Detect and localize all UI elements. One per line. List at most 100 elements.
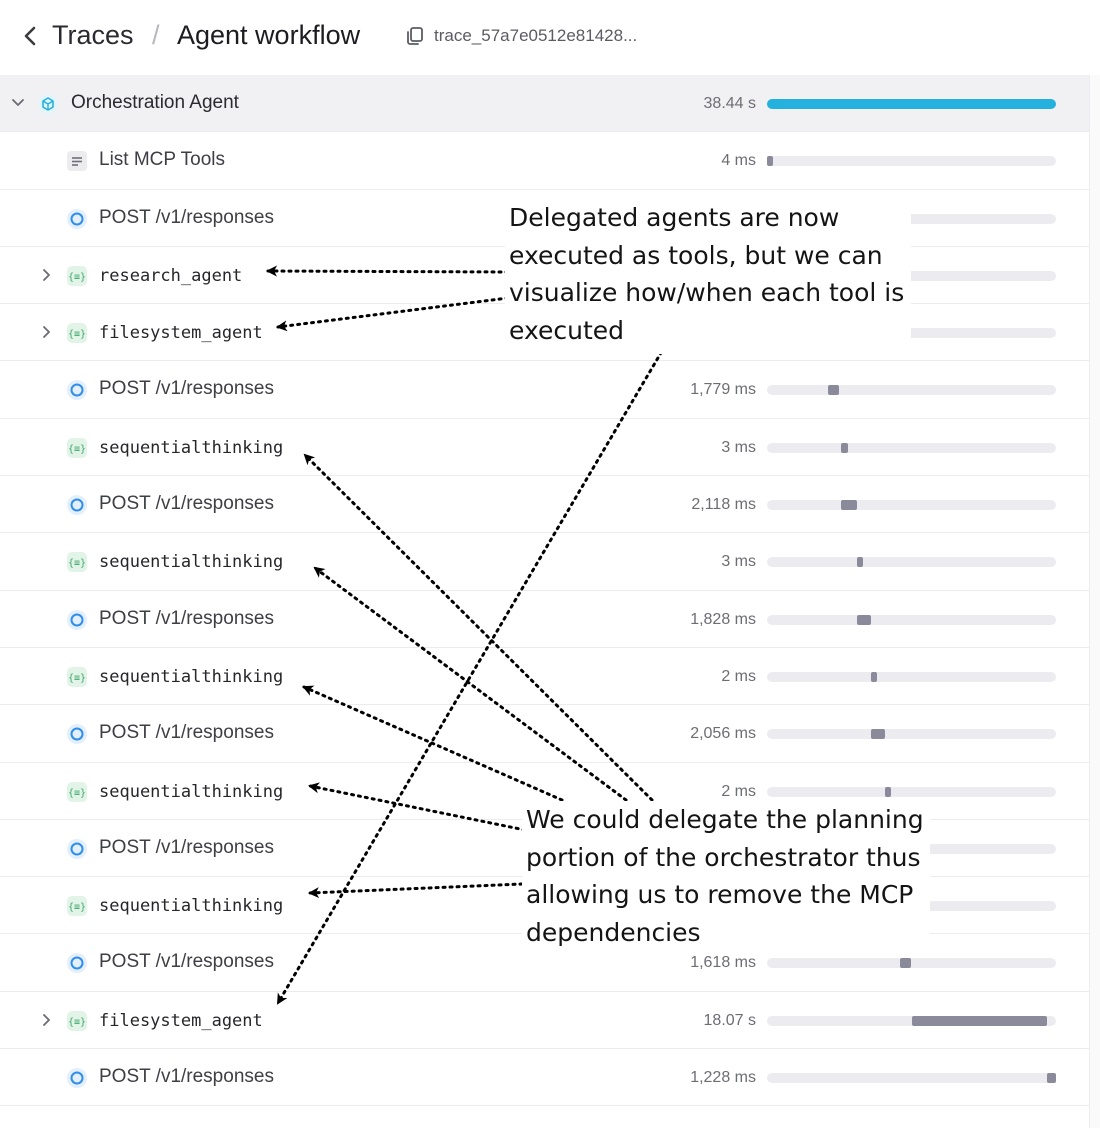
- function-icon: {≡}: [66, 666, 88, 688]
- span-name[interactable]: POST /v1/responses: [99, 378, 274, 400]
- span-name[interactable]: POST /v1/responses: [99, 493, 274, 515]
- span-duration: 1,828 ms: [690, 610, 756, 628]
- function-icon: {≡}: [66, 265, 88, 287]
- span-timeline-track: [767, 557, 1056, 568]
- span-name[interactable]: POST /v1/responses: [99, 951, 274, 973]
- span-timeline-track: [767, 270, 1056, 281]
- span-timeline-track: [767, 385, 1056, 396]
- span-timeline-track: [767, 614, 1056, 625]
- span-name[interactable]: POST /v1/responses: [99, 206, 274, 228]
- span-timeline-track: [767, 958, 1056, 969]
- breadcrumb-traces-link[interactable]: Traces: [52, 20, 134, 50]
- copy-icon[interactable]: [404, 24, 426, 48]
- annotation-line: allowing us to remove the MCP: [526, 880, 914, 909]
- agent-icon: [37, 93, 59, 115]
- span-timeline-track: [767, 786, 1056, 797]
- span-name[interactable]: filesystem_agent: [99, 323, 263, 344]
- span-row[interactable]: List MCP Tools 4 ms: [0, 132, 1089, 190]
- span-timeline-bar: [899, 958, 912, 969]
- span-duration: 1,228 ms: [690, 1069, 756, 1087]
- span-name[interactable]: filesystem_agent: [99, 1010, 263, 1031]
- function-icon: {≡}: [66, 895, 88, 917]
- annotation-line: Delegated agents are now: [509, 203, 840, 232]
- response-icon: [66, 609, 88, 631]
- svg-text:{≡}: {≡}: [68, 329, 86, 340]
- span-duration: 3 ms: [721, 553, 756, 571]
- span-timeline-track: [767, 671, 1056, 682]
- span-duration: 38.44 s: [703, 95, 756, 112]
- span-timeline-bar: [856, 557, 863, 568]
- span-name[interactable]: research_agent: [99, 265, 243, 286]
- span-duration: 4 ms: [721, 152, 756, 170]
- span-row[interactable]: {≡} filesystem_agent 18.07 s: [0, 991, 1089, 1050]
- chevron-left-icon[interactable]: [18, 20, 44, 52]
- response-icon: [66, 1067, 88, 1089]
- span-timeline-bar: [885, 786, 892, 797]
- span-timeline-track: [767, 442, 1056, 453]
- span-timeline-bar: [767, 156, 773, 167]
- span-name[interactable]: POST /v1/responses: [99, 836, 274, 858]
- span-duration: 2 ms: [721, 667, 756, 685]
- span-timeline-track: [767, 156, 1056, 167]
- span-timeline-bar: [767, 99, 1056, 109]
- span-name[interactable]: sequentialthinking: [99, 666, 284, 687]
- response-icon: [66, 838, 88, 860]
- chevron-right-icon[interactable]: [36, 321, 56, 343]
- trace-header: Traces / Agent workflow trace_57a7e0512e…: [0, 0, 1100, 74]
- span-name[interactable]: POST /v1/responses: [99, 607, 274, 629]
- span-name[interactable]: sequentialthinking: [99, 552, 284, 573]
- scrollbar[interactable]: [1089, 75, 1100, 1128]
- span-row[interactable]: POST /v1/responses 1,828 ms: [0, 590, 1089, 648]
- span-name[interactable]: Orchestration Agent: [71, 92, 239, 113]
- span-timeline-bar: [840, 500, 857, 511]
- span-timeline-track: [767, 99, 1056, 109]
- span-duration: 2 ms: [721, 782, 756, 800]
- span-duration: 18.07 s: [703, 1011, 756, 1029]
- span-row[interactable]: Orchestration Agent 38.44 s: [0, 75, 1089, 133]
- svg-text:{≡}: {≡}: [68, 558, 86, 569]
- span-row[interactable]: POST /v1/responses 1,228 ms: [0, 1049, 1089, 1107]
- annotation-line: executed as tools, but we can: [509, 240, 883, 270]
- annotation-line: dependencies: [526, 917, 701, 947]
- response-icon: [66, 379, 88, 401]
- span-row[interactable]: {≡} sequentialthinking 2 ms: [0, 647, 1089, 706]
- span-name[interactable]: sequentialthinking: [99, 896, 284, 917]
- chevron-down-icon[interactable]: [8, 92, 28, 114]
- annotation-line: portion of the orchestrator thus: [526, 842, 921, 872]
- span-name[interactable]: sequentialthinking: [99, 781, 284, 802]
- function-icon: {≡}: [66, 551, 88, 573]
- function-icon: {≡}: [66, 322, 88, 344]
- annotation-delegated-agents: Delegated agents are now executed as too…: [505, 199, 911, 354]
- span-timeline-track: [767, 500, 1056, 511]
- span-duration: 1,779 ms: [690, 381, 756, 399]
- annotation-line: We could delegate the planning: [526, 805, 924, 834]
- span-name[interactable]: POST /v1/responses: [99, 1066, 274, 1088]
- function-icon: {≡}: [66, 1010, 88, 1032]
- span-timeline-bar: [827, 385, 840, 396]
- annotation-delegate-planning: We could delegate the planning portion o…: [522, 801, 930, 951]
- annotation-line: visualize how/when each tool is: [509, 278, 905, 307]
- span-timeline-track: [767, 328, 1056, 339]
- span-timeline-bar: [1047, 1073, 1056, 1084]
- page-title: Agent workflow: [177, 20, 361, 50]
- span-row[interactable]: {≡} sequentialthinking 3 ms: [0, 533, 1089, 591]
- span-timeline-bar: [871, 729, 886, 740]
- trace-id[interactable]: trace_57a7e0512e81428...: [434, 26, 638, 45]
- response-icon: [66, 723, 88, 745]
- span-duration: 1,618 ms: [690, 954, 756, 972]
- span-name[interactable]: sequentialthinking: [99, 437, 284, 458]
- chevron-right-icon[interactable]: [36, 1009, 56, 1031]
- chevron-right-icon[interactable]: [36, 264, 56, 286]
- span-timeline-bar: [856, 614, 872, 625]
- function-icon: {≡}: [66, 781, 88, 803]
- span-name[interactable]: POST /v1/responses: [99, 722, 274, 744]
- span-name[interactable]: List MCP Tools: [99, 149, 226, 171]
- span-row[interactable]: POST /v1/responses 1,779 ms: [0, 361, 1089, 419]
- span-timeline-track: [767, 1073, 1056, 1084]
- span-timeline-track: [767, 213, 1056, 224]
- span-timeline-bar: [911, 1015, 1048, 1026]
- response-icon: [66, 494, 88, 516]
